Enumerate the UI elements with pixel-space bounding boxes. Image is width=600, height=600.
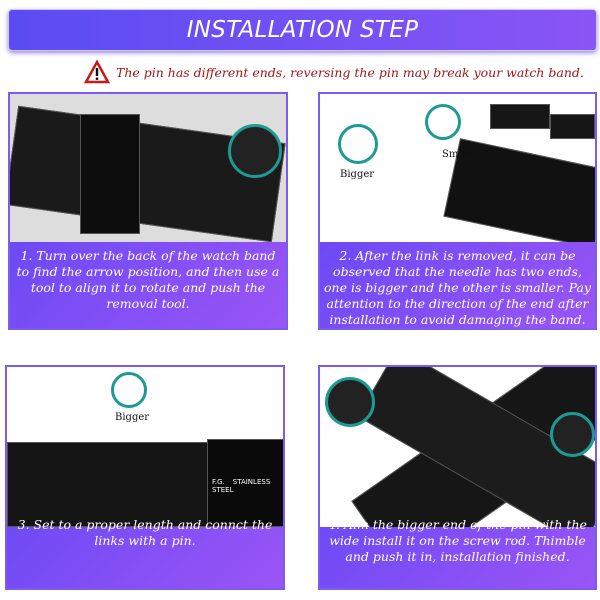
bigger-end-circle <box>338 124 378 164</box>
step-1-caption: 1. Turn over the back of the watch band … <box>16 248 280 311</box>
header-banner: INSTALLATION STEP <box>8 9 597 51</box>
step-3-caption: 3. Set to a proper length and connct the… <box>17 517 273 548</box>
brand-mark: F.G. <box>212 478 225 486</box>
step-4-panel: 4. Aim the bigger end of the pin with th… <box>318 365 597 590</box>
step-3-image: F.G.STAINLESS STEEL Bigger <box>7 367 283 527</box>
bigger-label: Bigger <box>115 412 150 423</box>
step-2-panel: Bigger Smaller 2. After the link is remo… <box>318 92 597 330</box>
warning-triangle-icon <box>84 60 110 84</box>
detail-circle <box>325 377 375 427</box>
bigger-label: Bigger <box>340 169 375 180</box>
step-1-panel: 1. Turn over the back of the watch band … <box>8 92 288 330</box>
pin-circle <box>111 372 147 408</box>
smaller-label: Smaller <box>442 149 482 160</box>
step-2-caption: 2. After the link is removed, it can be … <box>324 248 591 327</box>
step-2-image: Bigger Smaller <box>320 94 595 242</box>
step-4-caption: 4. Aim the bigger end of the pin with th… <box>328 517 587 564</box>
warning-notice: The pin has different ends, reversing th… <box>84 60 584 84</box>
page-title: INSTALLATION STEP <box>186 17 419 43</box>
warning-text: The pin has different ends, reversing th… <box>116 64 584 80</box>
step-4-image <box>320 367 595 527</box>
material-mark: STAINLESS STEEL <box>212 478 271 494</box>
step-1-image <box>10 94 286 242</box>
smaller-end-circle <box>425 104 461 140</box>
step-3-panel: F.G.STAINLESS STEEL Bigger 3. Set to a p… <box>5 365 285 590</box>
detail-circle <box>228 124 282 178</box>
detail-circle <box>550 412 595 457</box>
